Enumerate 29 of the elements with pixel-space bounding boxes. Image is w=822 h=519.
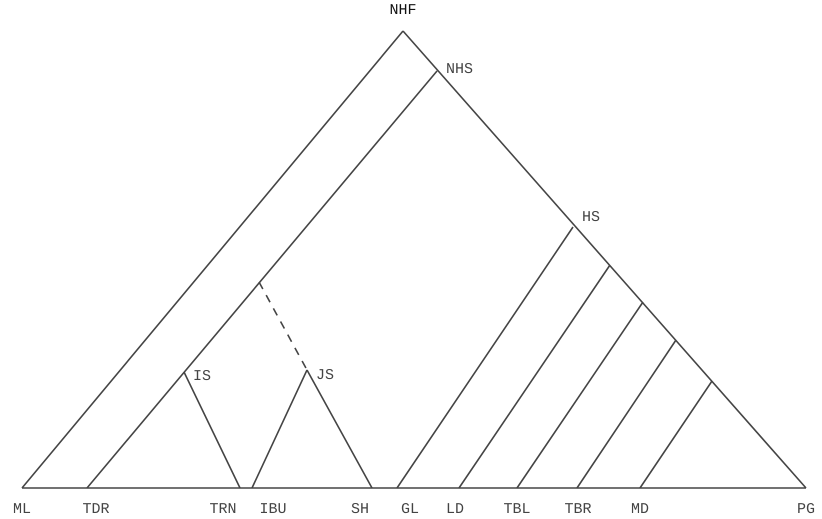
branch-line xyxy=(458,264,611,488)
branch-line xyxy=(576,340,677,488)
branch-line xyxy=(21,30,404,489)
branch-line xyxy=(306,370,373,488)
branch-line xyxy=(86,70,438,489)
taxon-label: NHF xyxy=(389,2,416,19)
branch-line xyxy=(516,302,644,488)
taxon-label: PG xyxy=(796,501,815,518)
dashed-branch-line xyxy=(258,282,308,370)
branch-line xyxy=(251,370,308,488)
taxon-label: NHS xyxy=(446,60,474,78)
taxon-label: MD xyxy=(630,501,649,518)
taxon-label: TBL xyxy=(503,501,530,518)
branch-line xyxy=(639,380,713,488)
taxon-label: IBU xyxy=(259,501,286,518)
branch-line xyxy=(396,226,574,488)
taxon-label: TDR xyxy=(82,501,110,518)
branch-line xyxy=(183,372,241,488)
branch-line xyxy=(402,30,807,489)
taxon-label: SH xyxy=(350,501,369,518)
taxon-label: TRN xyxy=(209,501,236,518)
taxon-label: JS xyxy=(316,366,334,384)
taxon-label: IS xyxy=(193,368,212,384)
taxon-label: HS xyxy=(582,208,600,226)
taxon-label: ML xyxy=(12,501,31,518)
branch-line xyxy=(22,487,806,489)
taxon-label: LD xyxy=(446,501,464,518)
taxon-label: TBR xyxy=(564,501,592,518)
taxon-label: GL xyxy=(400,501,419,518)
